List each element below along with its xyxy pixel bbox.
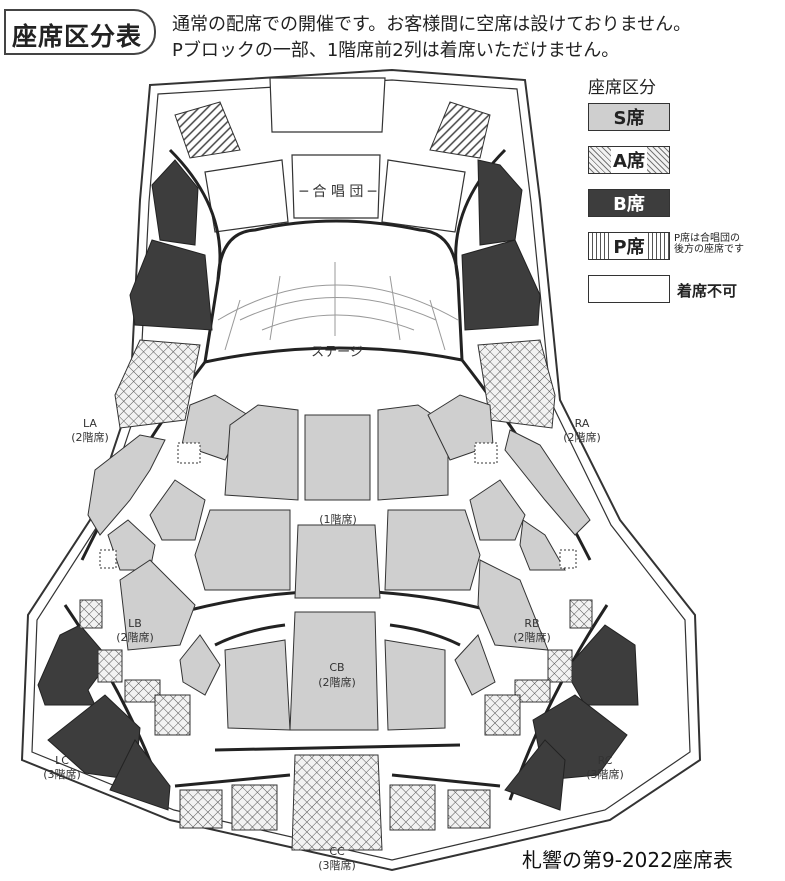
floor1-label: (1階席) bbox=[319, 512, 357, 526]
choir-label: ─ 合 唱 団 ─ bbox=[299, 184, 377, 200]
legend-p-note-line1: P席は合唱団の bbox=[674, 233, 741, 244]
cc-sub-label: (3階席) bbox=[318, 858, 356, 872]
legend-p-note: P席は合唱団の 後方の座席です bbox=[674, 233, 744, 255]
stage-label: ステージ bbox=[311, 345, 363, 360]
page-title: 座席区分表 bbox=[12, 22, 143, 51]
ra-sub-label: (2階席) bbox=[563, 430, 601, 444]
cb-label: CB bbox=[329, 661, 344, 674]
lc-sub-label: (3階席) bbox=[43, 767, 81, 781]
title-badge: 座席区分表 bbox=[4, 9, 156, 55]
cb-sub-label: (2階席) bbox=[318, 675, 356, 689]
legend-s-label: S席 bbox=[613, 108, 645, 129]
choir-block-1 bbox=[204, 159, 289, 233]
p-block-left bbox=[174, 101, 241, 159]
rb-label: RB bbox=[524, 617, 539, 630]
notice-line-1: 通常の配席での開催です。お客様間に空席は設けておりません。 bbox=[172, 14, 692, 35]
legend-a-label: A席 bbox=[611, 147, 647, 173]
unavailable-small-blocks bbox=[99, 442, 577, 569]
lc-label: LC bbox=[55, 754, 69, 767]
legend-p-note-line2: 後方の座席です bbox=[674, 244, 744, 255]
rb-sub-label: (2階席) bbox=[513, 630, 551, 644]
p-block-right bbox=[429, 101, 491, 159]
legend-p-label: P席 bbox=[611, 233, 647, 259]
legend-p-box: P席 bbox=[588, 232, 670, 260]
la-label: LA bbox=[83, 417, 97, 430]
lb-sub-label: (2階席) bbox=[116, 630, 154, 644]
la-sub-label: (2階席) bbox=[71, 430, 109, 444]
stage bbox=[203, 219, 464, 364]
cc-label: CC bbox=[329, 845, 345, 858]
legend-b-label: B席 bbox=[613, 194, 645, 215]
a-seat-blocks bbox=[79, 339, 593, 851]
footer-caption: 札響の第9-2022座席表 bbox=[520, 844, 735, 873]
notice-line-2: Pブロックの一部、1階席前2列は着席いただけません。 bbox=[172, 40, 620, 61]
rc-label: RC bbox=[598, 754, 613, 767]
legend-a-box: A席 bbox=[588, 146, 670, 174]
b-seat-blocks bbox=[37, 159, 639, 811]
legend-s-box: S席 bbox=[588, 103, 670, 131]
lb-label: LB bbox=[128, 617, 142, 630]
ra-label: RA bbox=[575, 417, 590, 430]
legend-x-label: 着席不可 bbox=[677, 282, 738, 300]
rc-sub-label: (3階席) bbox=[586, 767, 624, 781]
legend-b-box: B席 bbox=[588, 189, 670, 217]
choir-block-3 bbox=[381, 159, 466, 233]
legend-x-box bbox=[588, 275, 670, 303]
stage-risers bbox=[217, 262, 459, 351]
organ-area bbox=[269, 77, 386, 133]
legend-title: 座席区分 bbox=[588, 78, 656, 98]
choir-block-2 bbox=[291, 154, 381, 219]
